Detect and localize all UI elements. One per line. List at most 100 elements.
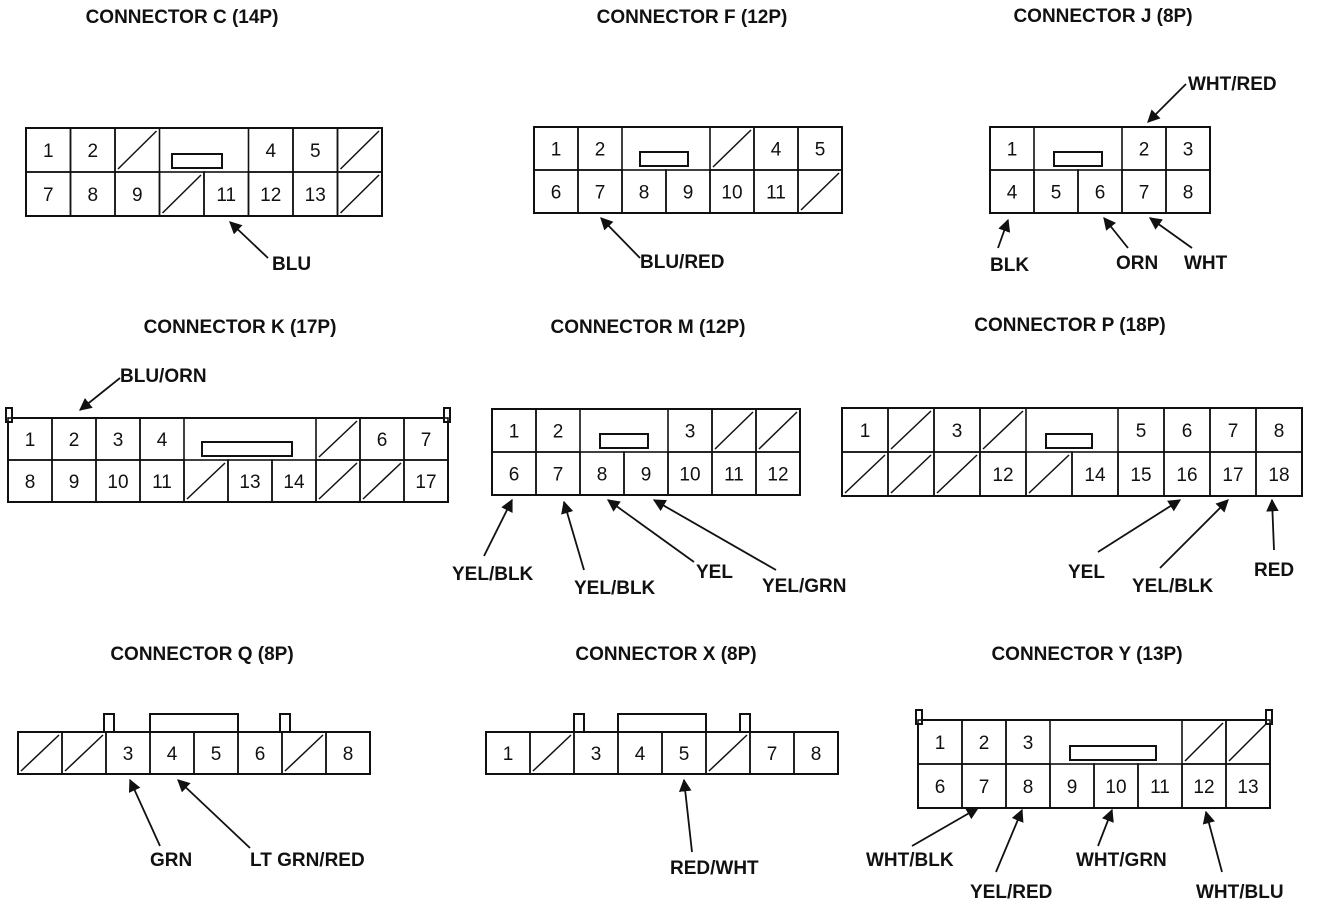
pin-number: 2: [553, 422, 564, 443]
pin-number: 5: [1051, 183, 1062, 204]
pin-number: 8: [1023, 777, 1034, 798]
pin-number: 6: [509, 465, 520, 486]
empty-cavity-slash: [1028, 454, 1070, 494]
pin-number: 1: [509, 422, 520, 443]
connector-c-title: CONNECTOR C (14P): [86, 7, 279, 28]
wire-label: YEL: [1068, 562, 1105, 583]
pin-number: 16: [1176, 465, 1197, 486]
pin-number: 3: [123, 744, 134, 765]
pin-number: 8: [343, 744, 354, 765]
pin-number: 5: [310, 141, 321, 162]
empty-cavity-slash: [758, 411, 798, 450]
wire-label: YEL/GRN: [762, 576, 846, 597]
wire-label: BLK: [990, 255, 1029, 276]
pin-number: 5: [679, 744, 690, 765]
pin-number: 8: [597, 465, 608, 486]
pin-number: 1: [25, 430, 36, 451]
pin-number: 11: [724, 465, 744, 486]
housing-tab: [1265, 709, 1273, 725]
housing-tab: [443, 407, 451, 423]
pin-number: 12: [992, 465, 1013, 486]
empty-cavity-slash: [362, 462, 402, 500]
empty-cavity-slash: [800, 172, 840, 211]
housing-tab: [915, 709, 923, 725]
pin-number: 6: [377, 430, 388, 451]
connector-p-title: CONNECTOR P (18P): [974, 315, 1165, 336]
pin-number: 14: [1084, 465, 1106, 486]
pin-number: 10: [107, 472, 128, 493]
pin-cell: [336, 171, 383, 217]
pin-cell: [1165, 169, 1211, 214]
wire-label: BLU: [272, 254, 311, 275]
wire-label: ORN: [1116, 253, 1158, 274]
pin-number: 7: [1228, 421, 1239, 442]
pin-number: 2: [595, 140, 606, 161]
pin-number: 5: [815, 140, 826, 161]
pin-number: 6: [551, 183, 562, 204]
pin-number: 8: [1274, 421, 1285, 442]
pin-cell: [793, 731, 839, 775]
connector-latch: [171, 153, 223, 169]
empty-cavity-slash: [64, 734, 104, 772]
pin-number: 8: [1183, 183, 1194, 204]
wire-label: GRN: [150, 850, 192, 871]
pin-number: 15: [1130, 465, 1151, 486]
pin-number: 9: [132, 185, 143, 206]
wire-label: YEL/BLK: [1132, 576, 1214, 597]
connector-j-title: CONNECTOR J (8P): [1013, 6, 1192, 27]
pin-number: 18: [1268, 465, 1289, 486]
pin-number: 4: [265, 141, 276, 162]
wire-label: RED/WHT: [670, 858, 759, 879]
pin-number: 2: [979, 733, 990, 754]
pin-number: 11: [152, 472, 172, 493]
pin-number: 13: [1237, 777, 1258, 798]
pin-number: 3: [685, 422, 696, 443]
housing-tab: [5, 407, 13, 423]
pin-number: 4: [1007, 183, 1018, 204]
wire-label: YEL/RED: [970, 882, 1052, 903]
empty-cavity-slash: [339, 174, 380, 214]
pin-number: 1: [551, 140, 562, 161]
connector-y-title: CONNECTOR Y (13P): [991, 644, 1182, 665]
empty-cavity-slash: [890, 410, 932, 450]
wire-label: WHT/BLU: [1196, 882, 1284, 903]
pin-number: 17: [415, 472, 436, 493]
connector-latch: [1053, 151, 1103, 167]
pin-number: 14: [283, 472, 305, 493]
connector-latch: [201, 441, 293, 457]
pin-number: 1: [43, 141, 54, 162]
empty-cavity-slash: [712, 129, 752, 168]
pin-number: 5: [211, 744, 222, 765]
pin-number: 3: [113, 430, 124, 451]
pin-cell: [325, 731, 371, 775]
connector-f-title: CONNECTOR F (12P): [597, 7, 788, 28]
wire-label: WHT/GRN: [1076, 850, 1167, 871]
connector-m-title: CONNECTOR M (12P): [551, 317, 746, 338]
connector-k-title: CONNECTOR K (17P): [144, 317, 337, 338]
pin-number: 4: [157, 430, 168, 451]
connector-latch: [639, 151, 689, 167]
pin-number: 10: [1105, 777, 1126, 798]
wire-label: BLU/RED: [640, 252, 724, 273]
pin-number: 6: [1182, 421, 1193, 442]
pin-number: 7: [421, 430, 432, 451]
empty-cavity-slash: [284, 734, 324, 772]
empty-cavity-slash: [936, 454, 978, 494]
pin-number: 9: [683, 183, 694, 204]
pin-number: 4: [635, 744, 646, 765]
wire-label: WHT/RED: [1188, 74, 1277, 95]
wire-label: YEL/BLK: [452, 564, 534, 585]
empty-cavity-slash: [532, 734, 572, 772]
pin-number: 2: [87, 141, 98, 162]
pin-number: 6: [935, 777, 946, 798]
pin-number: 1: [1007, 140, 1018, 161]
pin-number: 13: [305, 185, 326, 206]
pin-number: 12: [1193, 777, 1214, 798]
connector-latch: [599, 433, 649, 449]
